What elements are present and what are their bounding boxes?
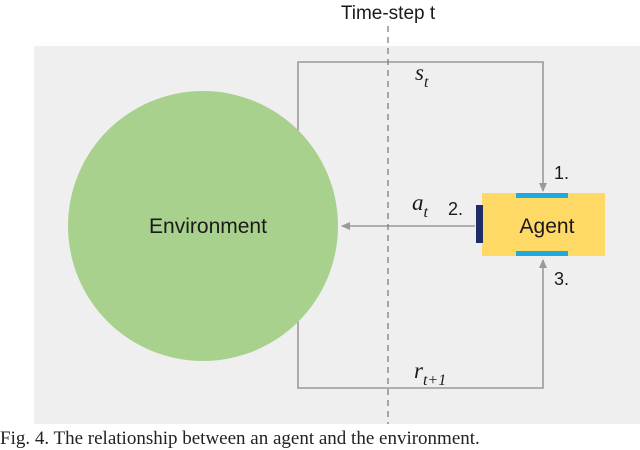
state-symbol: st (415, 60, 429, 91)
reward-arrow (297, 259, 547, 389)
action-symbol: at (412, 190, 429, 221)
agent-box (482, 193, 605, 256)
environment-label: Environment (149, 215, 267, 238)
state-arrow (297, 61, 547, 192)
agent-action-port (476, 205, 483, 243)
agent-state-port (516, 193, 568, 198)
agent-reward-port (516, 251, 568, 256)
reward-symbol: rt+1 (414, 358, 446, 389)
step-2-label: 2. (448, 199, 463, 219)
agent-label: Agent (520, 215, 575, 238)
step-3-label: 3. (554, 269, 569, 289)
environment-circle (68, 91, 338, 361)
timestep-label: Time-step t (341, 3, 436, 24)
step-1-label: 1. (554, 163, 569, 183)
figure-caption: Fig. 4. The relationship between an agen… (0, 428, 480, 449)
